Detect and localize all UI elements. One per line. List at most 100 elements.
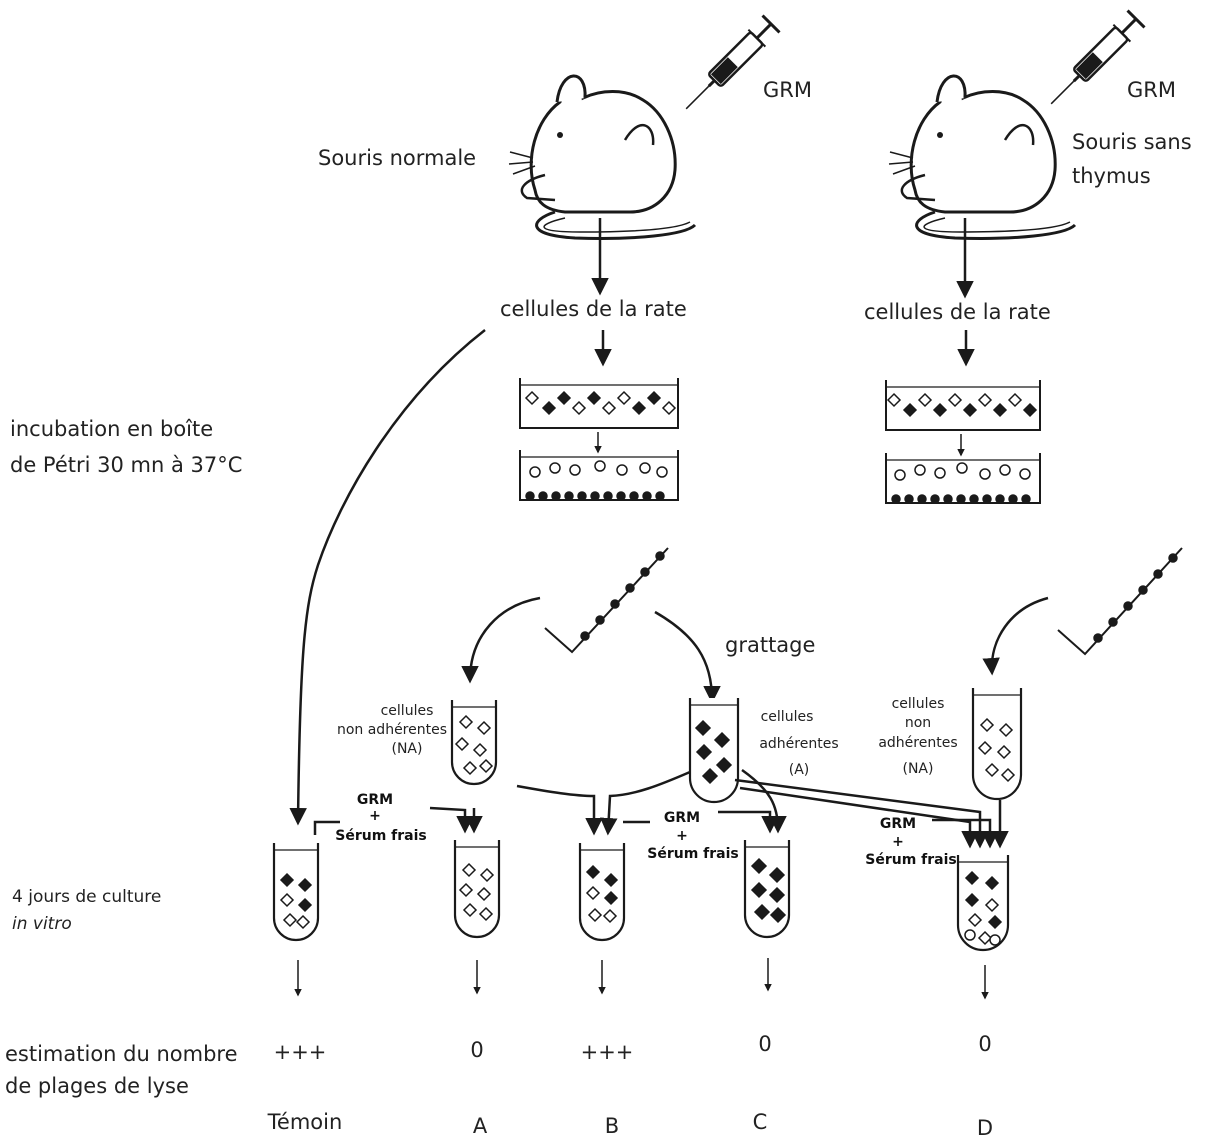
- adherent-cell: [695, 743, 713, 761]
- non-adherent-cell: [587, 907, 603, 923]
- non-adherent-cell: [977, 392, 993, 408]
- adherent-cell: [694, 719, 712, 737]
- adherent-cell: [279, 872, 295, 888]
- non-adherent-cell: [1007, 392, 1023, 408]
- arrow-grattage: [654, 610, 721, 704]
- non-adherent-cell: [601, 400, 617, 416]
- adherent-cell: [646, 390, 662, 406]
- adherent-cell: [616, 491, 626, 501]
- non-adherent-cell: [454, 736, 470, 752]
- non-adherent-cell: [585, 885, 601, 901]
- label-plus-1: +: [369, 808, 381, 824]
- non-adherent-cell: [967, 912, 983, 928]
- label-a-2: adhérentes: [759, 736, 839, 752]
- adherent-cell: [992, 402, 1008, 418]
- non-adherent-cell: [461, 862, 477, 878]
- non-adherent-cell: [999, 464, 1011, 476]
- adherent-cell: [551, 491, 561, 501]
- adherent-cell: [297, 897, 313, 913]
- grm-label-right: GRM: [1127, 78, 1176, 102]
- adherent-cell: [1021, 494, 1031, 504]
- label-plus-3: +: [892, 834, 904, 850]
- adherent-cell: [538, 491, 548, 501]
- non-adherent-cell: [602, 908, 618, 924]
- adherent-cell: [590, 491, 600, 501]
- non-adherent-cell: [458, 714, 474, 730]
- non-adherent-cell: [977, 930, 993, 946]
- adherent-cell: [768, 886, 786, 904]
- label-serum-3: Sérum frais: [865, 852, 957, 868]
- adherent-cell: [701, 767, 719, 785]
- label-culture-2: in vitro: [12, 914, 72, 934]
- grm-label-left: GRM: [763, 78, 812, 102]
- non-adherent-cell: [295, 914, 311, 930]
- non-adherent-cell: [571, 400, 587, 416]
- label-incubation-2: de Pétri 30 mn à 37°C: [10, 453, 243, 477]
- label-incubation-1: incubation en boîte: [10, 417, 214, 441]
- label-c: C: [752, 1110, 768, 1134]
- non-adherent-cell: [977, 740, 993, 756]
- adherent-cell: [629, 491, 639, 501]
- adherent-cell: [1008, 494, 1018, 504]
- adherent-cell: [902, 402, 918, 418]
- adherent-cell: [969, 494, 979, 504]
- result-a: 0: [470, 1038, 484, 1062]
- non-adherent-cell: [549, 462, 561, 474]
- non-adherent-cell: [478, 758, 494, 774]
- non-adherent-cell: [656, 466, 668, 478]
- adherent-cell: [585, 864, 601, 880]
- adherent-cell: [541, 400, 557, 416]
- label-d: D: [976, 1116, 994, 1140]
- label-grm-mix-1: GRM: [356, 792, 394, 808]
- non-adherent-cell: [984, 897, 1000, 913]
- non-adherent-cell: [616, 464, 628, 476]
- mouse-nude: [887, 74, 1077, 240]
- label-na-left-2: non adhérentes: [336, 722, 448, 738]
- label-a: A: [472, 1114, 488, 1138]
- adherent-cell: [564, 491, 574, 501]
- non-adherent-cell: [1000, 767, 1016, 783]
- non-adherent-cell: [956, 462, 968, 474]
- adherent-cell: [1022, 402, 1038, 418]
- label-na-right-4: (NA): [902, 761, 934, 777]
- non-adherent-cell: [894, 469, 906, 481]
- label-souris-sans-thymus-1: Souris sans: [1072, 130, 1192, 154]
- non-adherent-cell: [462, 760, 478, 776]
- tube-b: [578, 843, 626, 942]
- non-adherent-cell: [886, 392, 902, 408]
- non-adherent-cell: [639, 462, 651, 474]
- adherent-cell: [1093, 633, 1103, 643]
- adherent-cell: [603, 872, 619, 888]
- label-serum-1: Sérum frais: [335, 828, 427, 844]
- label-estimation-2: de plages de lyse: [5, 1074, 189, 1098]
- label-na-right-2: non: [904, 715, 932, 731]
- non-adherent-cell: [458, 882, 474, 898]
- dish-after-left: [519, 450, 679, 501]
- non-adherent-cell: [472, 742, 488, 758]
- adherent-cell: [956, 494, 966, 504]
- non-adherent-cell: [279, 892, 295, 908]
- adherent-cell: [713, 731, 731, 749]
- non-adherent-cell: [462, 902, 478, 918]
- adherent-cell: [768, 866, 786, 884]
- tube-adherent: [688, 698, 740, 804]
- adherent-cell: [984, 875, 1000, 891]
- non-adherent-cell: [661, 400, 677, 416]
- dish-before-right: [885, 380, 1041, 431]
- label-na-left-3: (NA): [391, 741, 423, 757]
- non-adherent-cell: [917, 392, 933, 408]
- label-na-right-3: adhérentes: [878, 735, 958, 751]
- tube-na-right: [971, 688, 1023, 801]
- cells-layer: [524, 390, 1178, 643]
- label-cellules-rate-right: cellules de la rate: [864, 300, 1051, 324]
- adherent-cell: [586, 390, 602, 406]
- non-adherent-cell: [282, 912, 298, 928]
- adherent-cell: [917, 494, 927, 504]
- scraped-dish-left: [544, 547, 669, 654]
- adherent-cell: [525, 491, 535, 501]
- label-souris-sans-thymus-2: thymus: [1072, 164, 1151, 188]
- non-adherent-cell: [984, 762, 1000, 778]
- label-serum-2: Sérum frais: [647, 846, 739, 862]
- non-adherent-cell: [914, 464, 926, 476]
